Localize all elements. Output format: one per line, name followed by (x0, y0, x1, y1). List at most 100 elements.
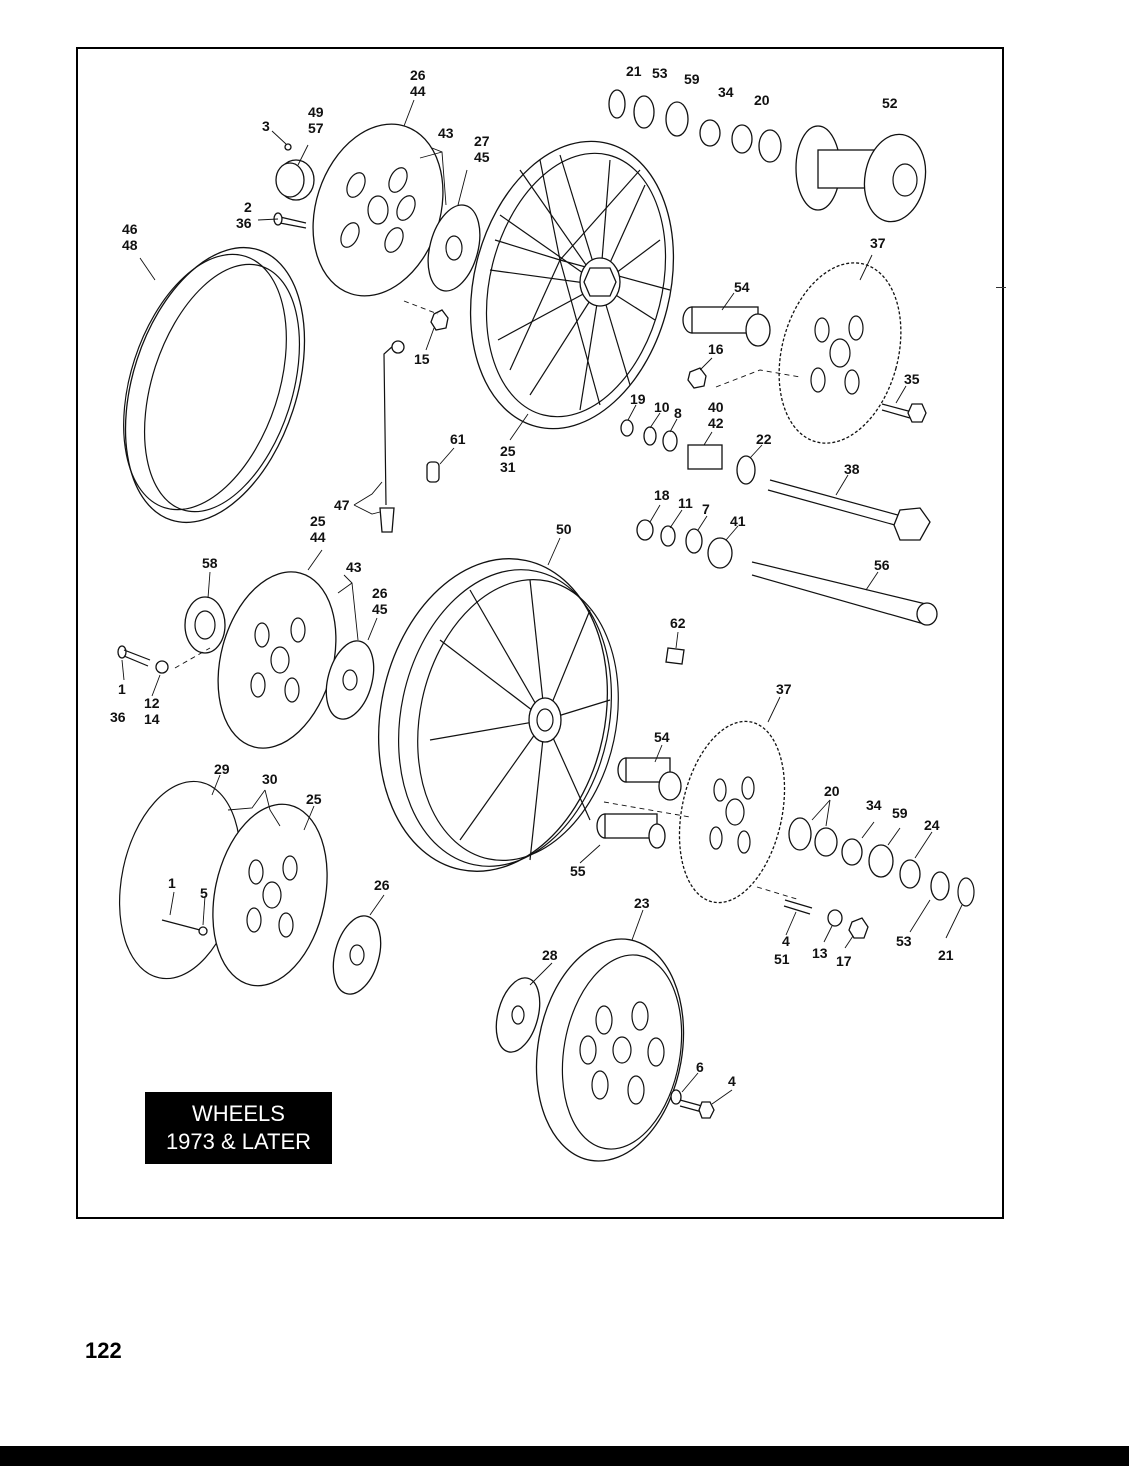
callout-label: 21 (626, 63, 642, 79)
callout-label: 48 (122, 237, 138, 253)
callout-label: 50 (556, 521, 572, 537)
callout-label: 4 (782, 933, 790, 949)
callout-label: 61 (450, 431, 466, 447)
callout-label: 43 (438, 125, 454, 141)
callout-label: 43 (346, 559, 362, 575)
callout-label: 18 (654, 487, 670, 503)
callout-label: 4 (728, 1073, 736, 1089)
spoke-wheel (469, 140, 675, 430)
callout-label: 20 (754, 92, 770, 108)
callout-label: 54 (734, 279, 750, 295)
page-number: 122 (85, 1338, 122, 1363)
gasket-lower (332, 915, 382, 995)
title-line-2: 1973 & LATER (165, 1129, 312, 1154)
callout-label: 37 (776, 681, 792, 697)
callout-label: 17 (836, 953, 852, 969)
cover-plate-lower (118, 780, 328, 987)
callout-label: 26 (372, 585, 388, 601)
hub (795, 125, 927, 223)
callout-label: 29 (214, 761, 230, 777)
callout-label: 45 (372, 601, 388, 617)
callout-label: 25 (306, 791, 322, 807)
callout-label: 46 (122, 221, 138, 237)
callout-label: 12 (144, 695, 160, 711)
callout-label: 13 (812, 945, 828, 961)
callout-label: 24 (924, 817, 940, 833)
screw-1-36 (117, 645, 169, 674)
callout-label: 53 (896, 933, 912, 949)
callout-label: 1 (118, 681, 126, 697)
callout-label: 36 (236, 215, 252, 231)
callout-label: 28 (542, 947, 558, 963)
callout-label: 8 (674, 405, 682, 421)
callout-label: 5 (200, 885, 208, 901)
scan-mark (996, 287, 1006, 288)
callout-label: 26 (410, 67, 426, 83)
callout-label: 53 (652, 65, 668, 81)
callout-label: 44 (310, 529, 326, 545)
callout-label: 36 (110, 709, 126, 725)
rim-part (123, 246, 306, 524)
screw-upper (273, 212, 307, 229)
callout-label: 59 (892, 805, 908, 821)
bearing-stack-lower (788, 817, 975, 907)
callout-label: 1 (168, 875, 176, 891)
diagram-title-box: WHEELS 1973 & LATER (145, 1092, 332, 1164)
callout-label: 3 (262, 118, 270, 134)
wheel-cover-disc-middle (217, 571, 337, 749)
callout-labels: 21 53 59 34 20 52 26 44 3 49 57 43 27 45… (110, 63, 954, 1089)
callout-label: 40 (708, 399, 724, 415)
callout-label: 25 (500, 443, 516, 459)
callout-label: 15 (414, 351, 430, 367)
callout-label: 14 (144, 711, 160, 727)
title-line-1: WHEELS (192, 1101, 285, 1126)
spacer-lower (596, 757, 682, 849)
callout-label: 56 (874, 557, 890, 573)
callout-label: 62 (670, 615, 686, 631)
sprocket-lower (678, 720, 786, 904)
scan-bottom-band (0, 1446, 1129, 1466)
cast-wheel (377, 558, 619, 872)
alignment-lines (174, 300, 801, 901)
callout-label: 49 (308, 104, 324, 120)
callout-label: 35 (904, 371, 920, 387)
axle-lower (751, 561, 938, 626)
callout-label: 42 (708, 415, 724, 431)
wheel-cover-disc-upper (312, 123, 444, 297)
leader-lines (121, 99, 963, 1105)
sprocket-upper (778, 262, 902, 444)
callout-label: 59 (684, 71, 700, 87)
callout-label: 27 (474, 133, 490, 149)
callout-label: 31 (500, 459, 516, 475)
top-bearing-stack (608, 89, 782, 163)
callout-label: 10 (654, 399, 670, 415)
callout-label: 38 (844, 461, 860, 477)
callout-label: 22 (756, 431, 772, 447)
callout-label: 51 (774, 951, 790, 967)
callout-label: 54 (654, 729, 670, 745)
callout-label: 34 (718, 84, 734, 100)
bearing-58 (184, 596, 226, 654)
callout-label: 19 (630, 391, 646, 407)
callout-label: 23 (634, 895, 650, 911)
callout-label: 52 (882, 95, 898, 111)
bolt-4-6 (670, 1089, 715, 1119)
clip-62 (665, 647, 685, 665)
callout-label: 21 (938, 947, 954, 963)
stud-nut-lower (783, 899, 869, 939)
callout-label: 44 (410, 83, 426, 99)
axle (767, 479, 931, 541)
callout-label: 58 (202, 555, 218, 571)
callout-label: 16 (708, 341, 724, 357)
callout-label: 45 (474, 149, 490, 165)
callout-label: 6 (696, 1059, 704, 1075)
callout-label: 47 (334, 497, 350, 513)
callout-label: 41 (730, 513, 746, 529)
callout-label: 11 (678, 495, 693, 511)
gasket-upper (427, 204, 481, 292)
gasket-28 (495, 977, 541, 1053)
callout-label: 37 (870, 235, 886, 251)
callout-label: 34 (866, 797, 882, 813)
gasket-middle (325, 640, 375, 720)
